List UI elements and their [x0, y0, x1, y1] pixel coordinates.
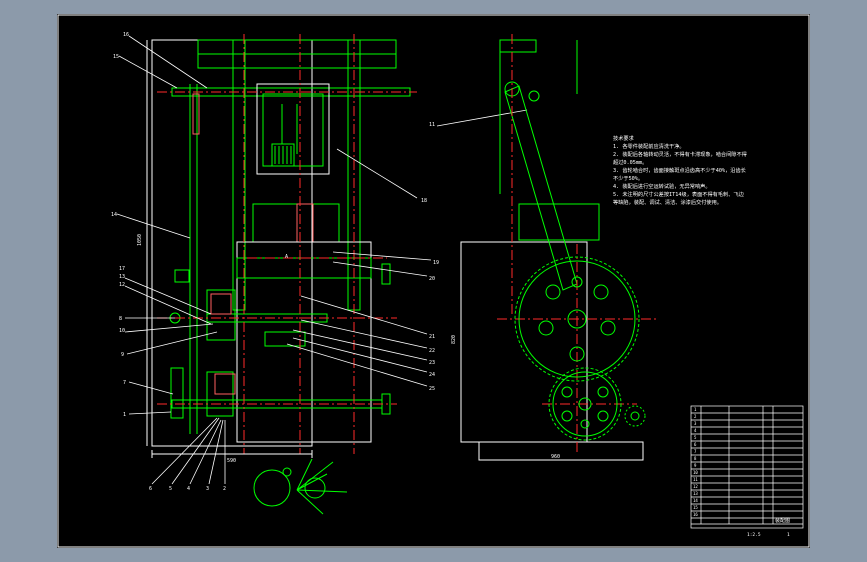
tech-line-6: 4. 装配后进行空运转试验，无异常响声。 [613, 182, 711, 190]
side-view [460, 34, 657, 461]
tb-row-5: 5 [694, 435, 697, 440]
callout-10: 10 [119, 328, 125, 334]
callout-11: 11 [429, 122, 435, 128]
dimension-width-front: 590 [227, 458, 236, 464]
title-block [690, 405, 804, 529]
front-callouts: 16 15 14 13 12 11 10 9 8 7 6 5 4 3 2 1 1… [111, 32, 439, 492]
callout-18: 18 [421, 198, 427, 204]
callout-20: 20 [429, 276, 435, 282]
callout-24: 24 [429, 372, 435, 378]
tech-line-1: 1. 各零件装配前应清洗干净。 [613, 142, 685, 150]
callout-leaders [116, 35, 528, 485]
callout-15: 15 [113, 54, 119, 60]
callout-12: 12 [119, 282, 125, 288]
drawing-border [57, 14, 810, 548]
callout-16: 16 [123, 32, 129, 38]
callout-3: 3 [206, 486, 209, 492]
tb-row-6: 6 [694, 442, 697, 447]
tech-line-5: 不少于50%。 [613, 175, 643, 182]
tb-row-1: 1 [694, 407, 697, 412]
assembly-drawing: 16 15 14 13 12 11 10 9 8 7 6 5 4 3 2 1 1… [57, 14, 810, 548]
tech-title: 技术要求 [613, 134, 635, 142]
tech-line-2: 2. 装配后各轴转动灵活，不得有卡滞现象，啮合间隙不得 [613, 150, 747, 158]
callout-7: 7 [123, 380, 126, 386]
tb-row-4: 4 [694, 428, 697, 433]
callout-6: 6 [149, 486, 152, 492]
tb-row-15: 15 [693, 505, 698, 510]
callout-17: 17 [119, 266, 125, 272]
callout-14: 14 [111, 212, 117, 218]
drawing-name: 装配图 [775, 517, 790, 524]
tb-row-13: 13 [693, 491, 698, 496]
technical-requirements: 技术要求 1. 各零件装配前应清洗干净。 2. 装配后各轴转动灵活，不得有卡滞现… [613, 134, 747, 206]
tb-row-11: 11 [693, 477, 698, 482]
star-wheel-detail [253, 458, 348, 515]
drawing-canvas[interactable]: 16 15 14 13 12 11 10 9 8 7 6 5 4 3 2 1 1… [57, 14, 810, 548]
dimension-height-front: 1050 [137, 234, 143, 246]
callout-21: 21 [429, 334, 435, 340]
tb-row-10: 10 [693, 470, 698, 475]
title-block-text: 1 2 3 4 5 6 7 8 9 10 11 12 13 14 15 16 装… [693, 407, 790, 538]
tb-row-7: 7 [694, 449, 697, 454]
tech-line-3: 超过0.05mm。 [613, 158, 647, 166]
tech-line-7: 5. 未注明的尺寸公差按IT14级，表面不得有毛刺、飞边 [613, 190, 745, 198]
callout-4: 4 [187, 486, 190, 492]
tb-row-3: 3 [694, 421, 697, 426]
callout-25: 25 [429, 386, 435, 392]
drawing-sheet: 1 [787, 532, 790, 538]
tb-row-9: 9 [694, 463, 697, 468]
drawing-scale: 1:2.5 [747, 532, 761, 538]
callout-22: 22 [429, 348, 435, 354]
callout-8: 8 [119, 316, 122, 322]
tech-line-4: 3. 齿轮啮合时，齿面接触斑点沿齿高不少于40%，沿齿长 [613, 166, 747, 174]
callout-23: 23 [429, 360, 435, 366]
gear-train [514, 256, 646, 441]
callout-5: 5 [169, 486, 172, 492]
tb-row-12: 12 [693, 484, 698, 489]
callout-19: 19 [433, 260, 439, 266]
tb-row-16: 16 [693, 512, 698, 517]
tb-row-2: 2 [694, 414, 697, 419]
dimension-height-side: 820 [451, 335, 457, 344]
callout-2: 2 [223, 486, 226, 492]
tb-row-14: 14 [693, 498, 698, 503]
callout-9: 9 [121, 352, 124, 358]
callout-1: 1 [123, 412, 126, 418]
dimension-width-side: 960 [551, 454, 560, 460]
front-view [146, 34, 417, 458]
tech-line-8: 等缺陷，装配、调试、清洁、涂漆后交付使用。 [613, 198, 722, 206]
side-labels: 820 960 [451, 335, 560, 460]
detail-note: A [285, 254, 288, 260]
tb-row-8: 8 [694, 456, 697, 461]
callout-13: 13 [119, 274, 125, 280]
